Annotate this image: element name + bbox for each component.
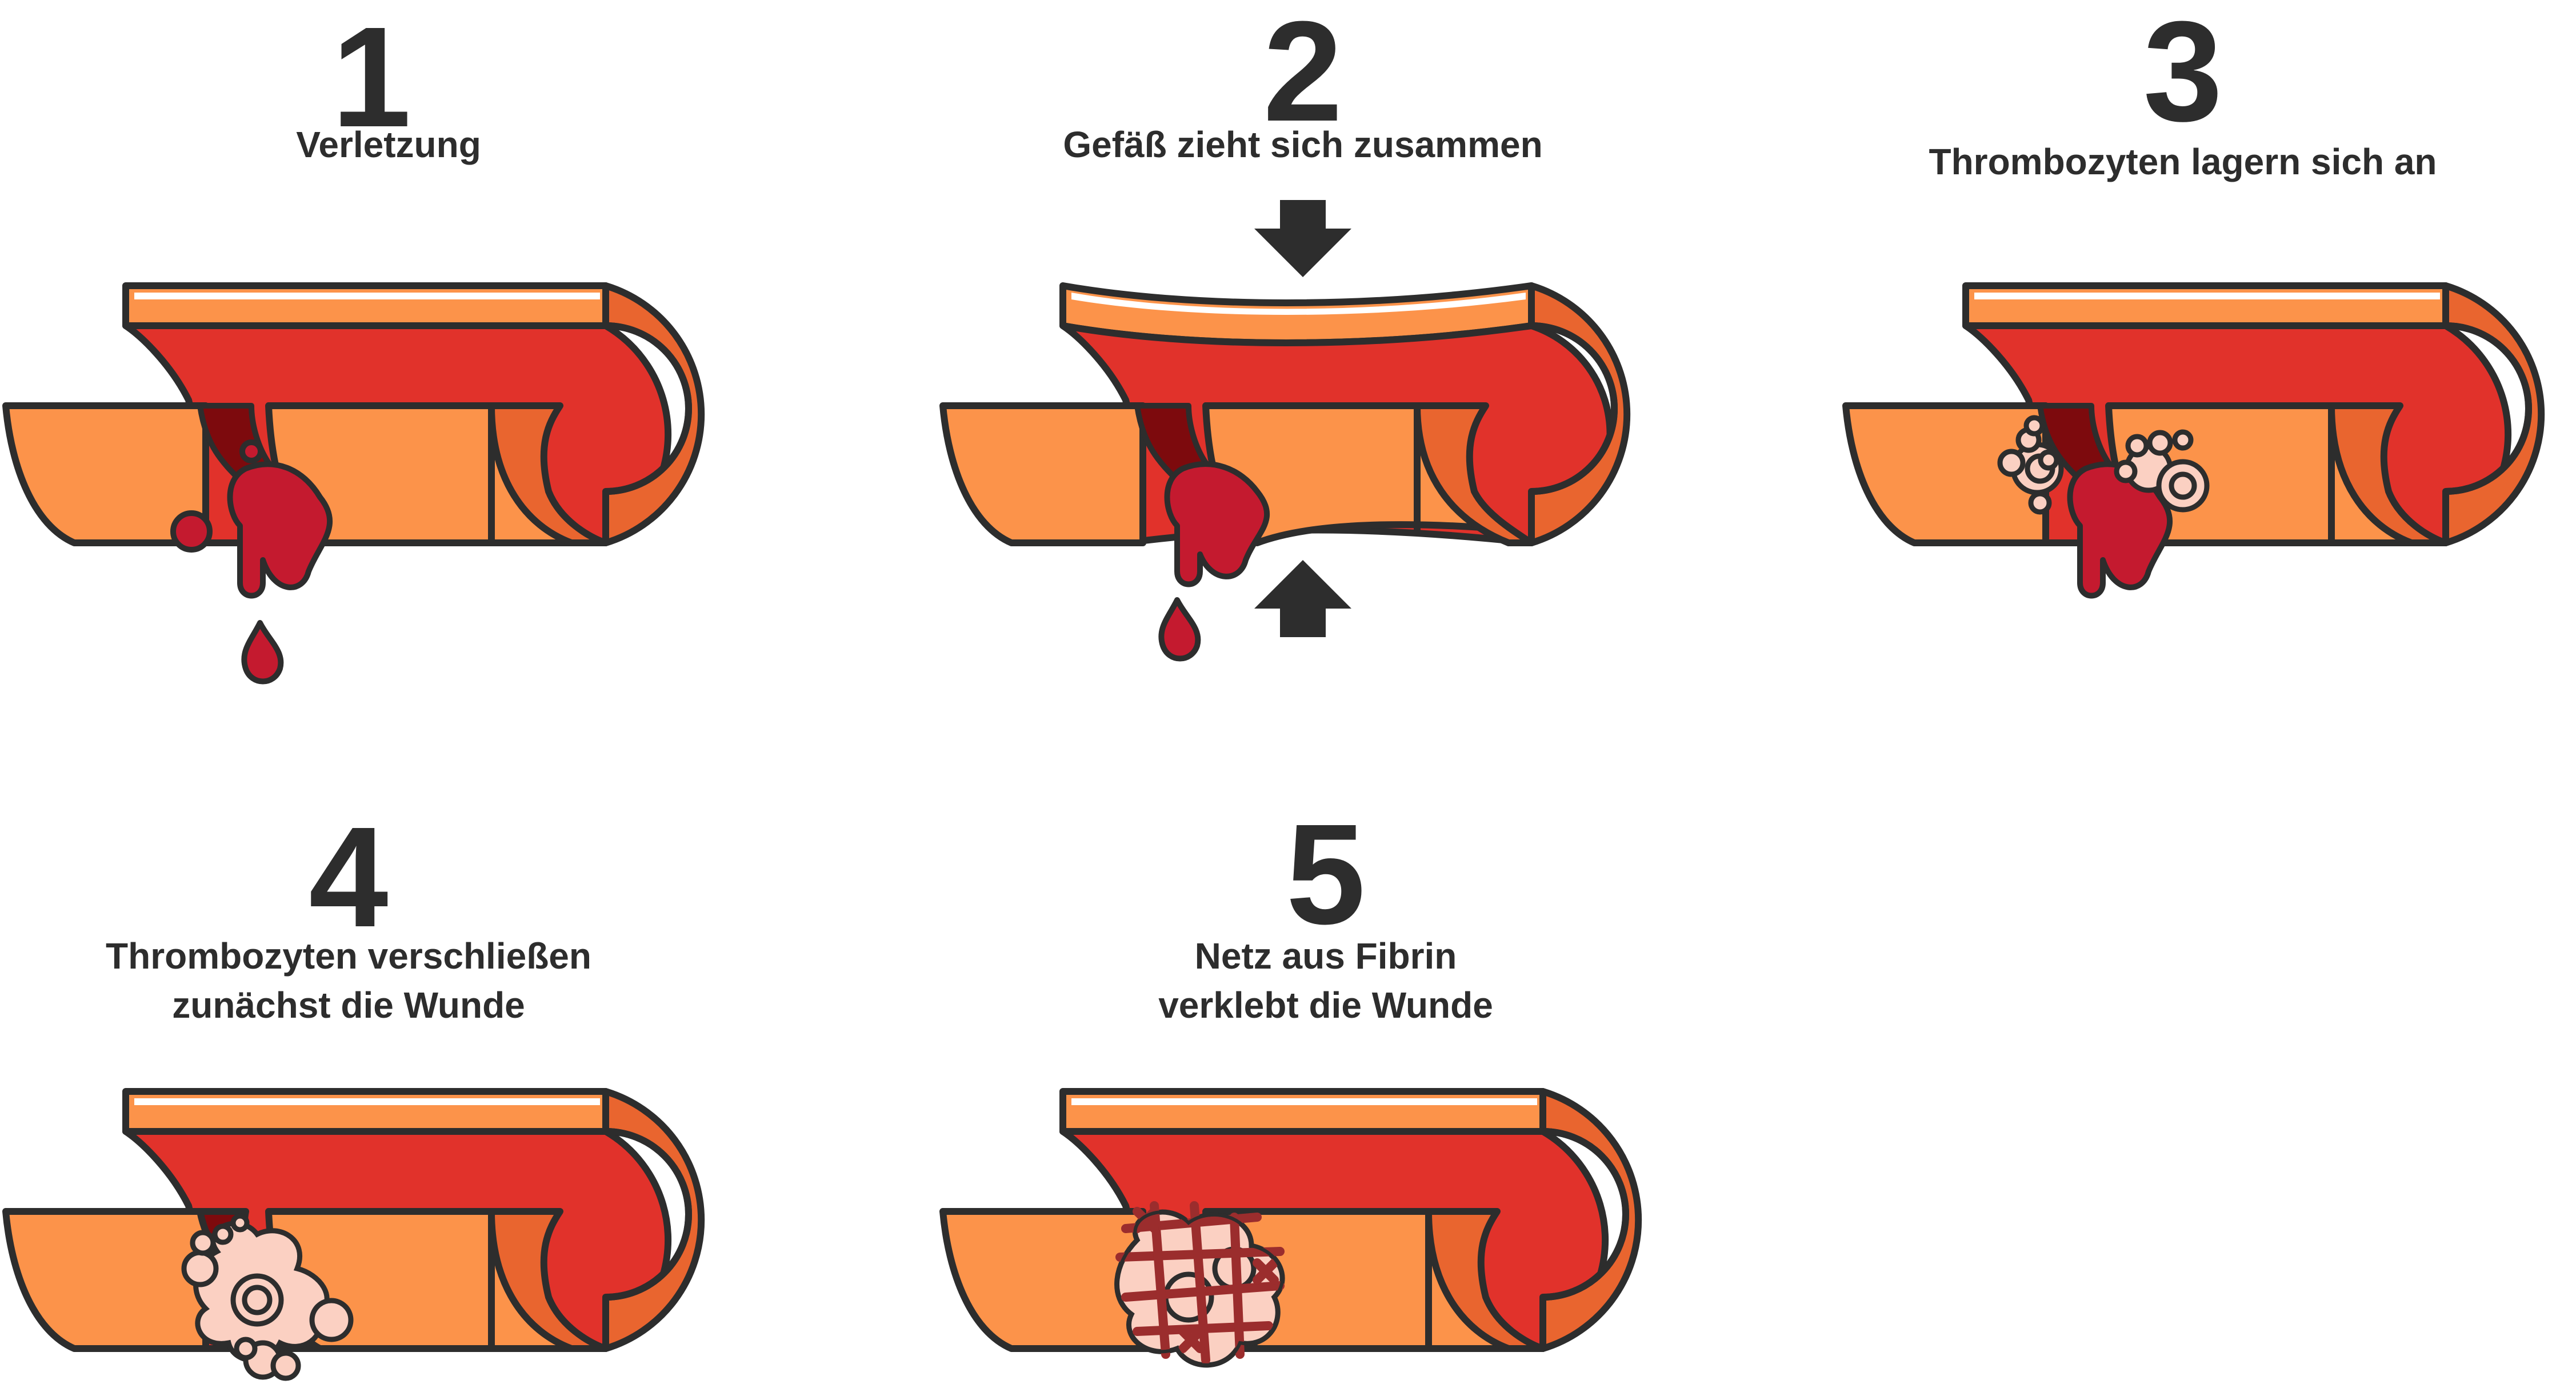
step-caption: Thrombozyten verschließen zunächst die W…	[106, 935, 591, 1026]
fibrin-mesh-icon	[1115, 1201, 1285, 1365]
vessel-illustration	[1842, 282, 2545, 599]
step-caption: Netz aus Fibrin verklebt die Wunde	[1158, 935, 1493, 1026]
vessel	[2, 282, 705, 546]
arrow-up-icon	[1254, 560, 1351, 637]
step-number: 3	[2143, 0, 2223, 151]
step-caption: Verletzung	[296, 124, 481, 165]
vessel	[2, 1088, 705, 1352]
vessel	[939, 282, 1631, 546]
platelet-cluster-icon	[1997, 415, 2210, 515]
vessel-illustration	[939, 1088, 1642, 1368]
blood-drop-icon	[1134, 403, 1270, 662]
step-number: 2	[1263, 0, 1343, 151]
platelet-cluster-icon	[181, 1213, 354, 1381]
step-number: 4	[309, 797, 389, 957]
step-number: 5	[1286, 794, 1366, 954]
vessel-illustration	[2, 282, 705, 685]
vessel-illustration	[939, 282, 1631, 662]
arrow-down-icon	[1254, 200, 1351, 277]
vessel-illustration	[2, 1088, 705, 1381]
step-number: 1	[331, 0, 411, 157]
blood-drop-icon	[170, 403, 333, 685]
vessel	[939, 1088, 1642, 1352]
step-caption: Gefäß zieht sich zusammen	[1063, 124, 1543, 165]
step-caption: Thrombozyten lagern sich an	[1929, 141, 2437, 182]
